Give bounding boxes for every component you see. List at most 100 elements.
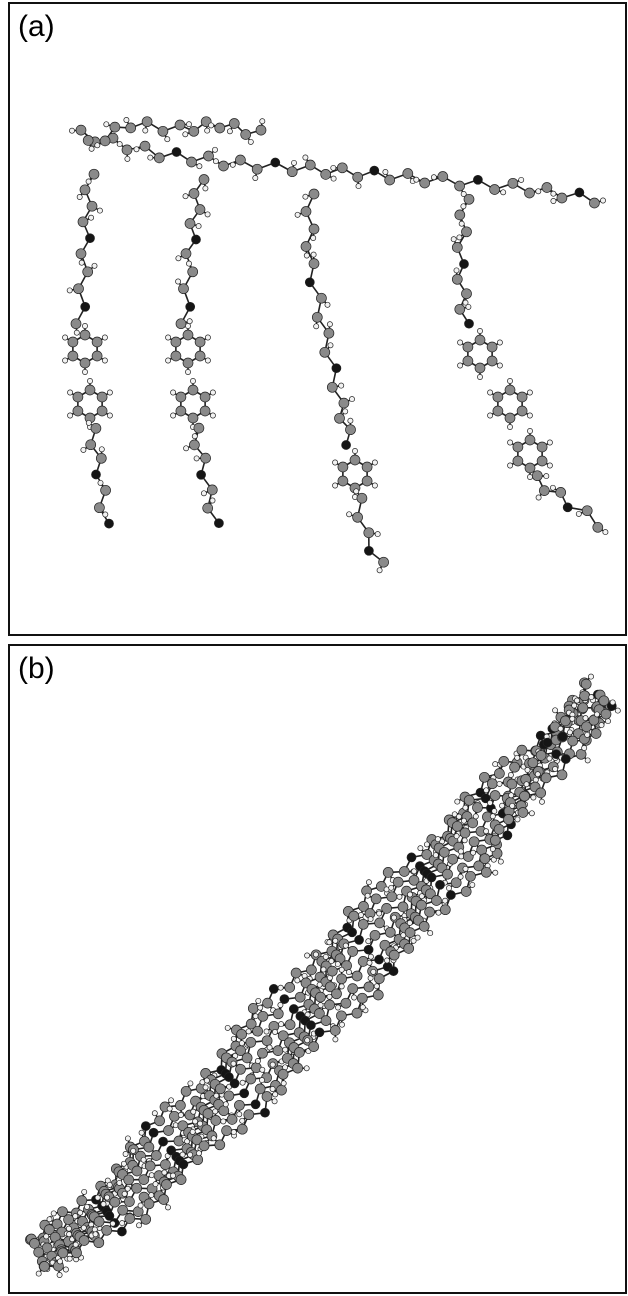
hydrogen-atom	[190, 378, 196, 384]
carbon-atom	[284, 1019, 296, 1031]
hydrogen-atom	[407, 891, 413, 898]
hydrogen-atom	[462, 299, 469, 306]
hydrogen-atom	[120, 1160, 127, 1167]
hydrogen-atom	[492, 869, 499, 876]
hydrogen-atom	[527, 474, 533, 480]
hydrogen-atom	[80, 446, 87, 453]
hydrogen-atom	[509, 802, 516, 809]
carbon-atom	[109, 1196, 121, 1208]
hydrogen-atom	[523, 781, 530, 788]
hydrogen-atom	[121, 1190, 128, 1197]
hydrogen-atom	[272, 1029, 278, 1035]
carbon-atom	[218, 160, 229, 172]
carbon-atom	[262, 997, 273, 1009]
carbon-atom	[358, 901, 369, 912]
hydrogen-atom	[457, 873, 464, 880]
hydrogen-atom	[365, 938, 372, 945]
hydrogen-atom	[122, 1151, 129, 1157]
hydrogen-atom	[278, 1021, 285, 1028]
carbon-atom	[257, 1047, 268, 1059]
hydrogen-atom	[373, 983, 380, 990]
hydrogen-atom	[364, 892, 371, 899]
hydrogen-atom	[56, 1272, 63, 1278]
hydrogen-atom	[342, 942, 349, 949]
carbon-atom	[536, 455, 548, 467]
hydrogen-atom	[508, 792, 515, 799]
molecule-model-a	[62, 116, 609, 574]
hydrogen-atom	[184, 1138, 191, 1145]
hydrogen-atom	[339, 1021, 345, 1028]
hydrogen-atom	[332, 937, 339, 944]
hydrogen-atom	[252, 1013, 259, 1020]
hydrogen-atom	[326, 321, 333, 328]
hydrogen-atom	[76, 194, 83, 200]
carbon-atom	[180, 1085, 192, 1097]
carbon-atom	[284, 982, 296, 993]
carbon-atom	[486, 778, 498, 790]
carbon-atom	[235, 154, 246, 166]
carbon-atom	[72, 405, 84, 417]
hydrogen-atom	[200, 490, 207, 497]
hydrogen-atom	[588, 694, 595, 701]
oxygen-atom	[239, 1088, 250, 1099]
hydrogen-atom	[543, 473, 550, 480]
hydrogen-atom	[272, 1091, 279, 1098]
carbon-atom	[198, 174, 210, 185]
hydrogen-atom	[310, 251, 317, 258]
carbon-atom	[352, 511, 363, 523]
hydrogen-atom	[254, 1058, 261, 1064]
carbon-atom	[363, 981, 375, 993]
hydrogen-atom	[136, 1222, 142, 1229]
carbon-atom	[323, 327, 335, 339]
hydrogen-atom	[499, 802, 506, 809]
hydrogen-atom	[245, 1028, 252, 1035]
hydrogen-atom	[85, 178, 92, 185]
carbon-atom	[319, 346, 331, 358]
oxygen-atom	[574, 187, 585, 198]
hydrogen-atom	[239, 1079, 246, 1086]
hydrogen-atom	[197, 1120, 204, 1127]
carbon-atom	[245, 1036, 257, 1048]
hydrogen-atom	[81, 1188, 88, 1195]
carbon-atom	[416, 899, 427, 911]
carbon-atom	[467, 817, 479, 829]
hydrogen-atom	[210, 1135, 217, 1142]
oxygen-atom	[104, 518, 114, 529]
hydrogen-atom	[358, 912, 364, 918]
carbon-atom	[386, 891, 398, 903]
carbon-atom	[468, 836, 480, 848]
hydrogen-atom	[196, 1150, 202, 1157]
hydrogen-atom	[193, 455, 200, 462]
hydrogen-atom	[410, 937, 417, 944]
carbon-atom	[535, 787, 547, 799]
hydrogen-atom	[528, 810, 535, 817]
carbon-atom	[494, 768, 505, 779]
carbon-atom	[472, 802, 483, 813]
carbon-atom	[504, 412, 516, 424]
carbon-atom	[308, 188, 320, 200]
oxygen-atom	[551, 749, 562, 760]
carbon-atom	[463, 794, 475, 806]
hydrogen-atom	[80, 1224, 87, 1231]
carbon-atom	[577, 702, 589, 714]
hydrogen-atom	[312, 951, 319, 958]
hydrogen-atom	[84, 1203, 90, 1210]
hydrogen-atom	[82, 369, 88, 375]
hydrogen-atom	[324, 301, 331, 308]
hydrogen-atom	[432, 852, 439, 859]
hydrogen-atom	[332, 1036, 339, 1043]
hydrogen-atom	[202, 1084, 209, 1091]
carbon-atom	[255, 124, 267, 136]
hydrogen-atom	[101, 357, 108, 364]
carbon-atom	[506, 778, 518, 790]
hydrogen-atom	[418, 893, 425, 900]
oxygen-atom	[542, 737, 553, 748]
panel-a-label: (a)	[18, 10, 55, 43]
carbon-atom	[347, 946, 359, 957]
hydrogen-atom	[550, 190, 557, 197]
hydrogen-atom	[91, 1226, 98, 1233]
oxygen-atom	[304, 277, 315, 288]
oxygen-atom	[260, 1107, 270, 1118]
carbon-atom	[538, 485, 550, 496]
carbon-atom	[294, 991, 306, 1003]
